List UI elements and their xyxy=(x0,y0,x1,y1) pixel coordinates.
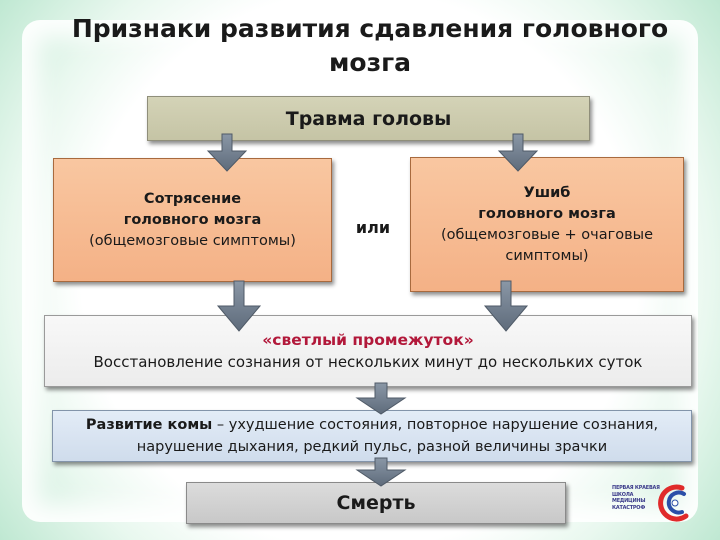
lucid-interval-box: «светлый промежуток» Восстановление созн… xyxy=(44,315,692,387)
coma-text: – ухудшение состояния, повторное нарушен… xyxy=(136,417,659,455)
slide-title: Признаки развития сдавления головного мо… xyxy=(71,14,669,77)
concussion-subtitle: головного мозга xyxy=(123,211,262,228)
concussion-symptoms: (общемозговые симптомы) xyxy=(89,232,296,249)
arrow-coma-to-death xyxy=(355,457,407,487)
death-box: Смерть xyxy=(186,482,566,524)
arrow-concussion-to-interval xyxy=(216,280,262,332)
lucid-interval-text: Восстановление сознания от нескольких ми… xyxy=(93,353,643,371)
trauma-label: Травма головы xyxy=(285,107,452,130)
arrow-interval-to-coma xyxy=(355,382,407,415)
concussion-title: Сотрясение xyxy=(143,190,242,207)
coma-box: Развитие комы – ухудшение состояния, пов… xyxy=(52,410,692,462)
concussion-box: Сотрясение головного мозга (общемозговые… xyxy=(53,158,332,282)
logo-emblem-icon xyxy=(658,484,689,522)
arrow-contusion-to-interval xyxy=(483,280,529,332)
contusion-subtitle: головного мозга xyxy=(478,205,616,222)
coma-heading: Развитие комы xyxy=(85,417,213,433)
arrow-trauma-to-concussion xyxy=(206,133,248,172)
arrow-trauma-to-contusion xyxy=(497,133,539,172)
logo-text: ПЕРВАЯ КРАЕВАЯ ШКОЛА МЕДИЦИНЫ КАТАСТРОФ xyxy=(612,485,660,511)
school-logo: ПЕРВАЯ КРАЕВАЯ ШКОЛА МЕДИЦИНЫ КАТАСТРОФ xyxy=(612,482,694,524)
or-label: или xyxy=(355,218,391,237)
contusion-symptoms: (общемозговые + очаговые симптомы) xyxy=(440,226,654,264)
death-label: Смерть xyxy=(336,492,416,514)
lucid-interval-heading: «светлый промежуток» xyxy=(262,331,474,349)
contusion-box: Ушиб головного мозга (общемозговые + оча… xyxy=(410,157,684,292)
contusion-title: Ушиб xyxy=(523,184,571,201)
